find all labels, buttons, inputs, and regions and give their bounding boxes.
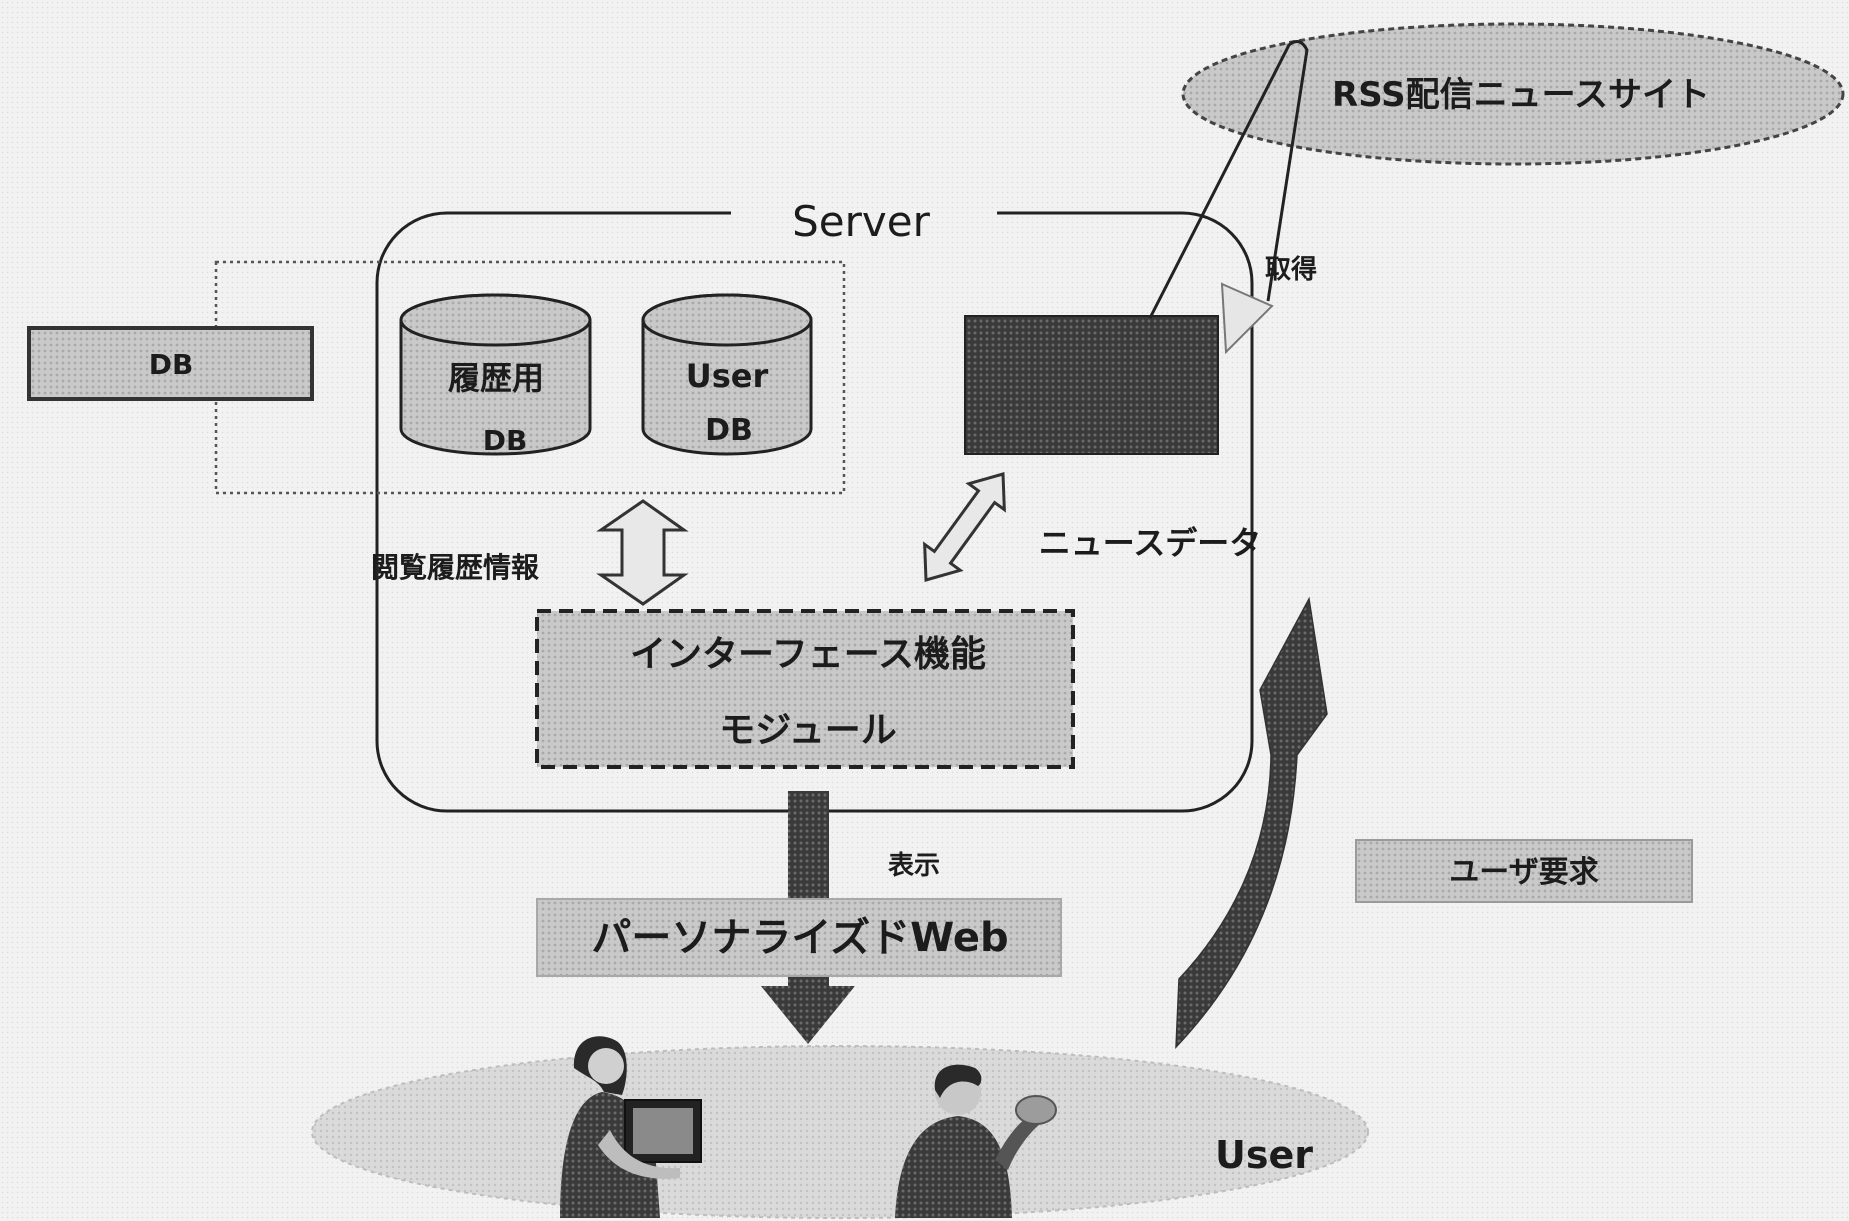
user-db-cylinder-top	[641, 293, 813, 347]
news-data-label: ニュースデータ	[1039, 524, 1261, 562]
server-label-gap	[731, 196, 997, 230]
display-label: 表示	[888, 851, 940, 881]
rss-news-site: RSS配信ニュースサイト	[1181, 22, 1845, 166]
laptop-screen	[633, 1108, 693, 1154]
rss-news-site-cloud	[1181, 22, 1845, 166]
server-label: Server	[792, 197, 930, 246]
history-db-label-line1: 履歴用	[448, 359, 544, 397]
users-cloud	[311, 1045, 1369, 1219]
user-request-label: ユーザ要求	[1449, 855, 1598, 890]
db-box: DB	[27, 326, 314, 401]
user-db-cylinder: User DB	[641, 293, 813, 456]
interface-module-label-line2: モジュール	[719, 710, 896, 751]
news-data-double-arrow	[923, 472, 1006, 582]
history-db-cylinder: 履歴用 DB	[399, 293, 592, 457]
fetch-arrow: 取得	[1148, 39, 1317, 355]
fetch-arrow-line	[1148, 39, 1309, 319]
personalized-web-label: パーソナライズドWeb	[591, 915, 1008, 961]
history-db-cylinder-top	[399, 293, 592, 347]
display-arrow-head	[761, 986, 855, 1044]
browsing-history-double-arrow	[596, 499, 689, 606]
interface-module-label-line1: インターフェース機能	[630, 634, 986, 675]
user-db-label-line2: DB	[705, 413, 753, 448]
man-arm	[995, 1116, 1040, 1170]
phone-in-hand	[1015, 1095, 1057, 1125]
news-data-arrow: ニュースデータ	[923, 472, 1261, 582]
man-hair	[934, 1064, 982, 1098]
browsing-history-label: 閲覧履歴情報	[371, 551, 540, 584]
man-with-phone-icon	[895, 1064, 1057, 1218]
interface-module-box	[535, 609, 1075, 769]
user-db-label-line1: User	[686, 357, 769, 395]
fetch-arrow-label: 取得	[1265, 255, 1317, 285]
users-label: User	[1215, 1133, 1313, 1177]
personalized-web-box	[536, 898, 1062, 977]
woman-with-laptop-icon	[560, 1036, 702, 1218]
history-db-label-line2: DB	[483, 424, 528, 457]
woman-arm	[598, 1130, 680, 1179]
browsing-history-arrow: 閲覧履歴情報	[371, 499, 689, 606]
user-request-curved-arrow	[1175, 596, 1328, 1049]
db-box-rect	[27, 326, 314, 401]
woman-face	[588, 1048, 624, 1084]
user-request-box	[1355, 839, 1693, 903]
db-box-label: DB	[149, 348, 194, 381]
rss-news-site-label: RSS配信ニュースサイト	[1332, 75, 1710, 115]
fetch-arrow-head	[1220, 282, 1274, 355]
db-group-frame	[214, 260, 846, 495]
user-request: ユーザ要求	[1355, 839, 1693, 903]
news-collector-box	[964, 315, 1219, 455]
interface-module: インターフェース機能 モジュール	[535, 609, 1075, 769]
personalized-web: パーソナライズドWeb	[536, 898, 1062, 977]
man-body	[895, 1116, 1012, 1218]
